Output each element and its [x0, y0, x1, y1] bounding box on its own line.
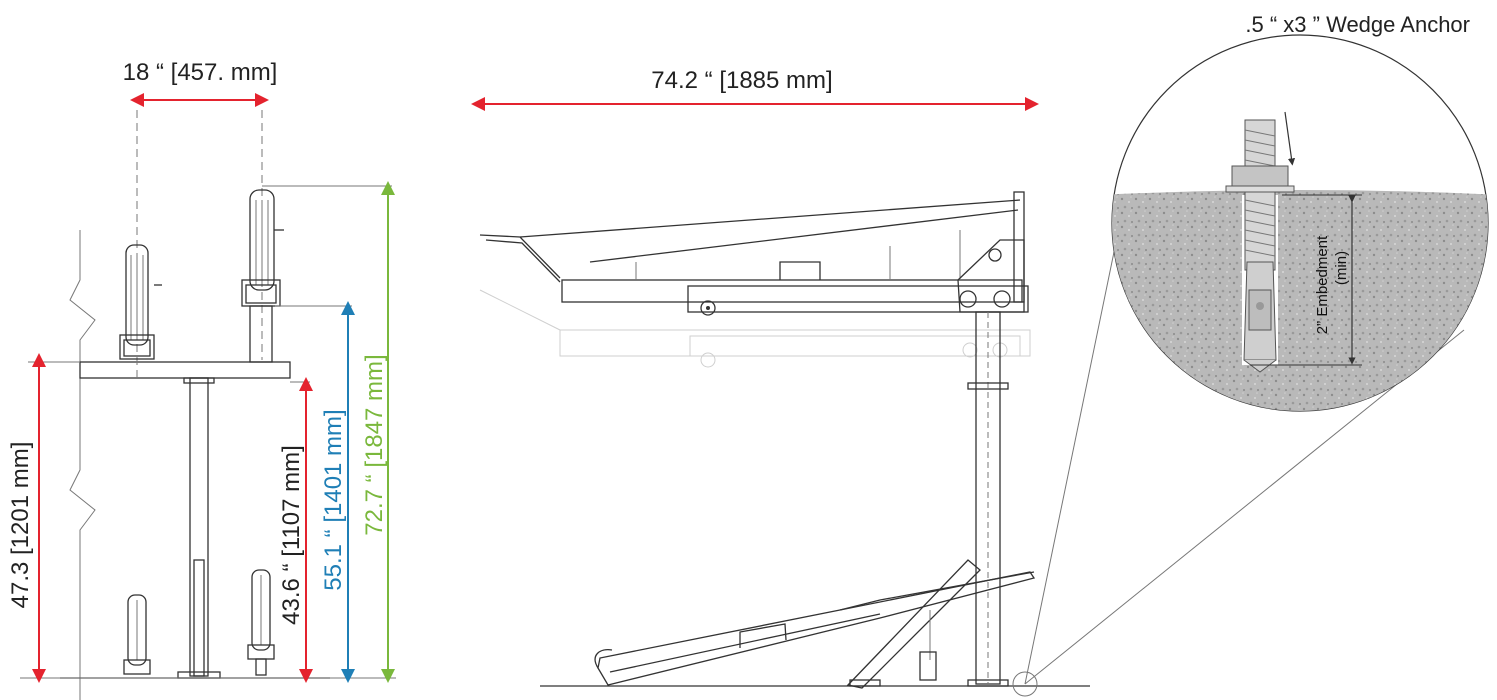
width-dimension-label: 74.2 “ [1885 mm]: [651, 67, 832, 94]
embedment-label: 2” Embedment: [1314, 235, 1331, 334]
anchor-detail: [1111, 34, 1489, 412]
embedment-qualifier: (min): [1333, 251, 1350, 285]
anchor-label: .5 “ x3 ” Wedge Anchor: [1245, 12, 1470, 37]
side-elevation: [479, 191, 1465, 697]
top-height-label: 72.7 “ [1847 mm]: [361, 354, 388, 535]
table-height-label: 47.3 [1201 mm]: [7, 442, 34, 609]
middle-height-label: 55.1 “ [1401 mm]: [320, 409, 347, 590]
lower-height-label: 43.6 “ [1107 mm]: [278, 445, 305, 625]
spacing-dimension-label: 18 “ [457. mm]: [123, 59, 278, 86]
front-elevation: [20, 110, 396, 700]
dimension-lines: [32, 93, 1039, 683]
